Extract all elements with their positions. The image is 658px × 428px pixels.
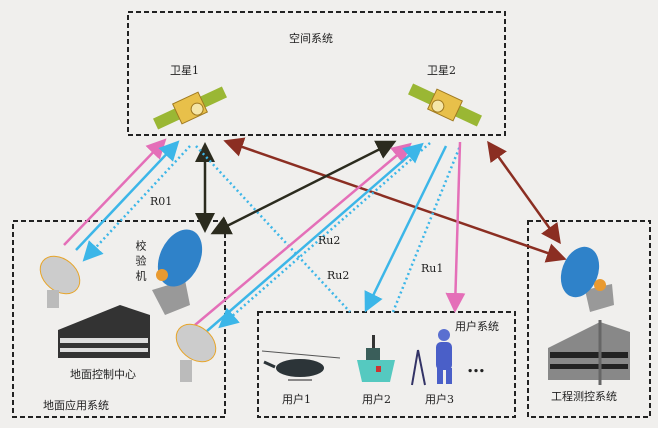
satellite-2-label: 卫星2 [427, 64, 456, 77]
link-pink-ground-sat1 [63, 138, 167, 246]
link-dotted-sat2-ground2 [218, 142, 431, 329]
link-dotted-user-sat2 [391, 145, 462, 313]
ground-app-system-box [12, 220, 226, 418]
calibrator-label: 校验机 [134, 240, 147, 285]
space-system-box [127, 11, 506, 136]
link-cyan-ground-sat1 [75, 140, 180, 251]
more-users-ellipsis: … [467, 356, 485, 377]
surveyor-icon [411, 329, 452, 386]
link-label-ru1: Ru1 [421, 262, 444, 275]
link-cyan-ground2-sat2 [206, 142, 424, 332]
link-label-r01: R01 [150, 195, 173, 208]
ground-antenna-1-icon [39, 255, 81, 308]
helicopter-icon [261, 350, 341, 381]
link-pink-ground2-sat2 [194, 142, 412, 326]
link-black-sat2-calibrator [210, 140, 397, 235]
engineering-system-label: 工程测控系统 [551, 390, 617, 403]
engineering-system-box [527, 220, 651, 418]
engineering-building-icon [548, 320, 630, 385]
ground-app-system-label: 地面应用系统 [43, 399, 109, 412]
user-2-label: 用户2 [362, 393, 391, 406]
link-label-ru2-a: Ru2 [318, 234, 341, 247]
user-system-box [257, 311, 516, 418]
link-label-ru2-b: Ru2 [327, 269, 350, 282]
user-1-label: 用户1 [282, 393, 311, 406]
space-system-label: 空间系统 [289, 32, 333, 45]
satellite-2-icon [408, 83, 482, 127]
link-cyan-sat2-user [364, 145, 448, 313]
link-brown-sat2-engineering [487, 140, 561, 245]
link-pink-sat2-user [445, 141, 466, 313]
satellite-1-label: 卫星1 [170, 64, 199, 77]
user-3-label: 用户3 [425, 393, 454, 406]
calibrator-antenna-icon [152, 229, 203, 315]
user-system-label: 用户系统 [455, 320, 499, 333]
ground-control-building-icon [58, 305, 150, 358]
ground-control-label: 地面控制中心 [70, 368, 136, 381]
engineering-antenna-icon [560, 246, 614, 312]
ground-antenna-2-icon [175, 323, 217, 382]
satellite-1-icon [153, 86, 227, 130]
link-dotted-sat1-ground [82, 145, 191, 262]
ship-icon [357, 335, 395, 382]
